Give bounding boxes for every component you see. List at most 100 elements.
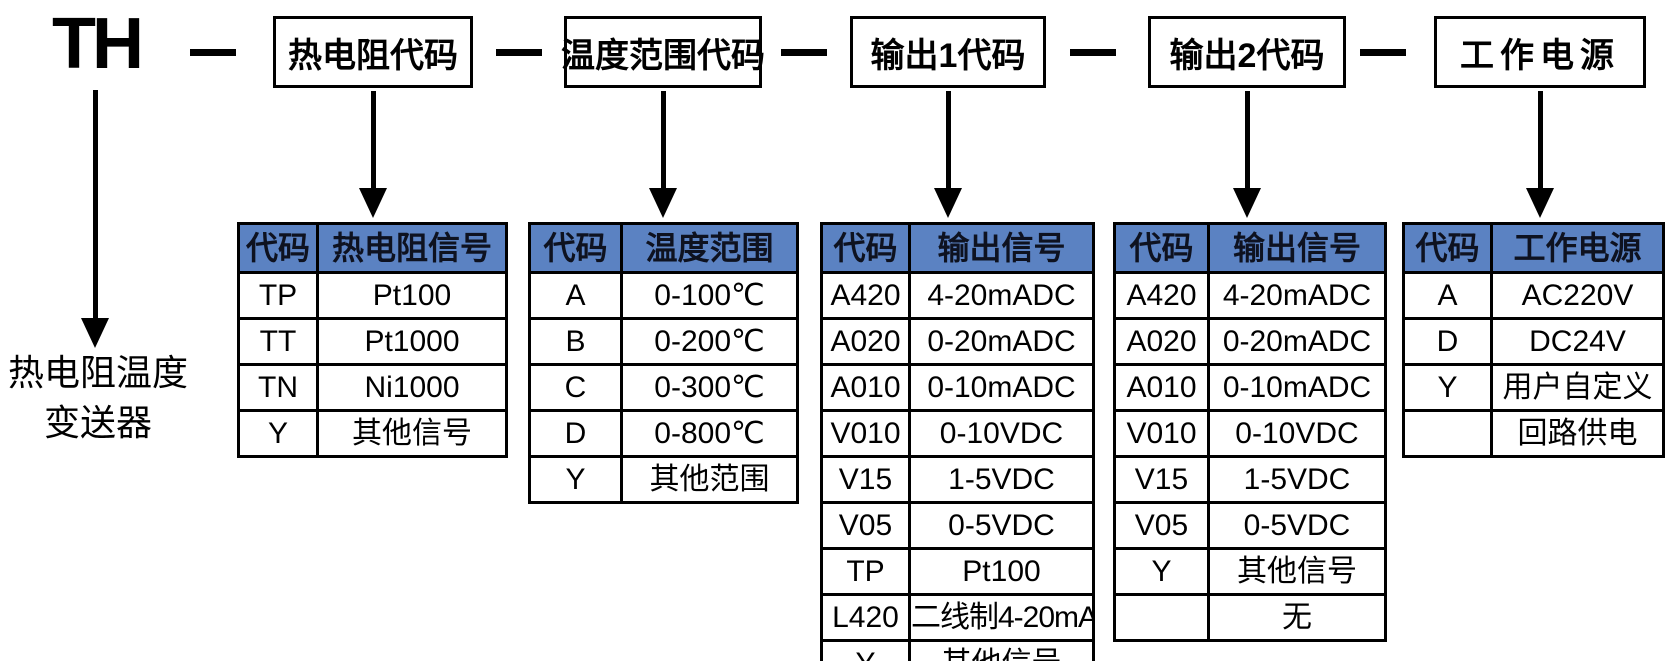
value-header-cell: 输出信号 [908,222,1095,274]
table-row: 回路供电 [1402,409,1665,458]
table-header-row: 代码温度范围 [528,222,799,274]
product-prefix: TH [52,4,144,84]
product-name-line1: 热电阻温度 [7,352,188,393]
arrow-head-icon [649,188,677,218]
code-cell: Y [1402,363,1493,412]
value-cell: 4-20mADC [908,271,1095,320]
value-cell: 0-5VDC [908,501,1095,550]
value-cell: Pt1000 [316,317,508,366]
code-header-cell: 代码 [528,222,623,274]
segment-box-rtd-code: 热电阻代码 [273,16,473,88]
arrow-head-icon [359,188,387,218]
value-cell: 0-10VDC [908,409,1095,458]
value-header-cell: 输出信号 [1207,222,1387,274]
arrow-head-icon [1526,188,1554,218]
segment-box-temp-range-code: 温度范围代码 [561,16,765,88]
value-cell: 0-10VDC [1207,409,1387,458]
separator-dash [496,49,542,56]
separator-dash [190,49,236,56]
code-cell: A420 [1113,271,1210,320]
table-header-row: 代码工作电源 [1402,222,1665,274]
code-header-cell: 代码 [820,222,911,274]
code-cell: TP [237,271,319,320]
value-cell: 0-10mADC [908,363,1095,412]
product-name-label: 热电阻温度 变送器 [0,348,196,448]
code-cell: D [528,409,623,458]
value-cell: 二线制4-20mA [908,593,1095,642]
arrow-line [946,91,951,188]
code-cell: V15 [1113,455,1210,504]
separator-dash [781,49,827,56]
arrow-head-icon [1233,188,1261,218]
code-cell: TN [237,363,319,412]
value-cell: Pt100 [316,271,508,320]
separator-dash [1360,49,1406,56]
arrow-line [93,90,98,318]
value-cell: 0-800℃ [620,409,799,458]
arrow-head-icon [934,188,962,218]
code-cell [1402,409,1493,458]
value-header-cell: 温度范围 [620,222,799,274]
table-row: 无 [1113,593,1387,642]
code-cell: Y [820,639,911,661]
code-cell: V010 [1113,409,1210,458]
code-cell: A [528,271,623,320]
value-cell: DC24V [1490,317,1665,366]
code-cell: L420 [820,593,911,642]
code-cell: TT [237,317,319,366]
arrow-line [1245,91,1250,188]
code-header-cell: 代码 [237,222,319,274]
value-cell: 其他信号 [316,409,508,458]
code-cell: Y [1113,547,1210,596]
value-cell: Pt100 [908,547,1095,596]
arrow-head-icon [81,318,109,348]
arrow-line [1538,91,1543,188]
code-cell [1113,593,1210,642]
value-cell: 0-20mADC [908,317,1095,366]
code-cell: A420 [820,271,911,320]
value-cell: AC220V [1490,271,1665,320]
code-cell: Y [237,409,319,458]
table-header-row: 代码热电阻信号 [237,222,508,274]
code-cell: A010 [820,363,911,412]
value-cell: 其他信号 [908,639,1095,661]
code-cell: V05 [1113,501,1210,550]
code-cell: V05 [820,501,911,550]
value-cell: 0-300℃ [620,363,799,412]
separator-dash [1070,49,1116,56]
segment-box-output1-code: 输出1代码 [850,16,1046,88]
value-cell: 0-100℃ [620,271,799,320]
code-header-cell: 代码 [1113,222,1210,274]
value-cell: 0-10mADC [1207,363,1387,412]
value-cell: 0-5VDC [1207,501,1387,550]
value-cell: 其他范围 [620,455,799,504]
code-cell: A020 [820,317,911,366]
code-cell: Y [528,455,623,504]
arrow-line [371,91,376,188]
arrow-line [661,91,666,188]
code-cell: V15 [820,455,911,504]
code-cell: B [528,317,623,366]
